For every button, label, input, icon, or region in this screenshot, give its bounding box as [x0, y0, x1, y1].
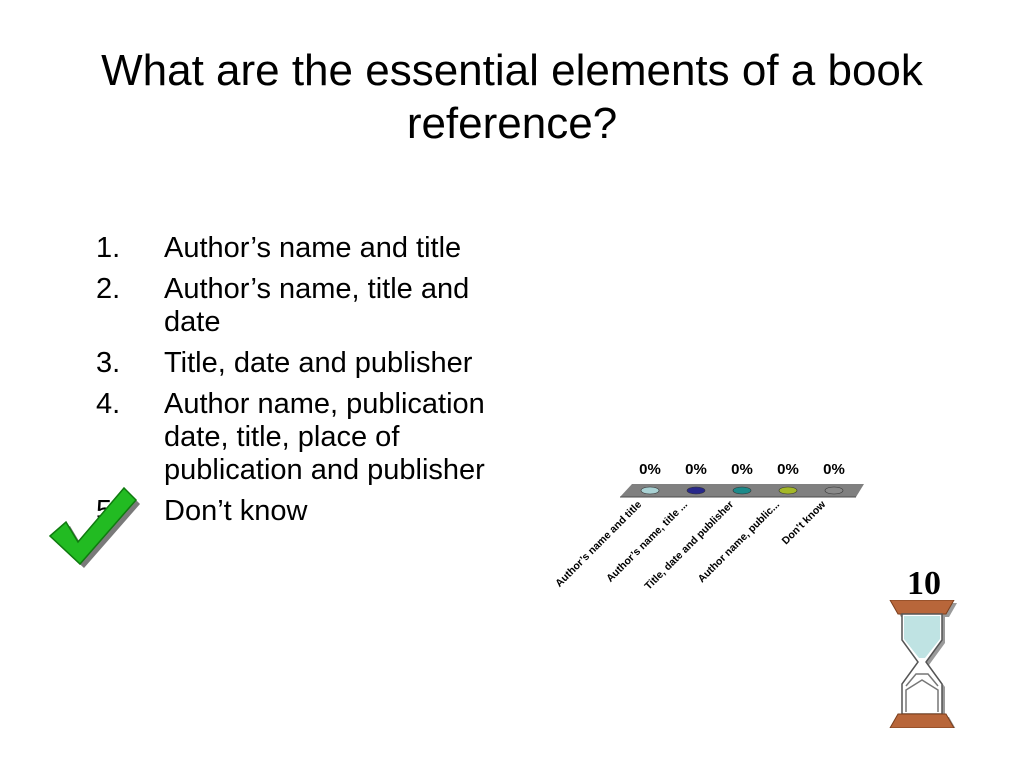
option-number: 3. — [96, 347, 121, 379]
slide-title: What are the essential elements of a boo… — [101, 46, 923, 148]
countdown-number: 10 — [907, 565, 941, 602]
option-number: 4. — [96, 388, 121, 420]
chart-category-label: Author’s name and title — [553, 499, 644, 590]
chart-data-label: 0% — [731, 461, 753, 478]
chart-bar — [732, 486, 752, 495]
answer-option: 1. Author’s name and title — [96, 232, 496, 265]
chart-data-label: 0% — [639, 461, 661, 478]
option-text: Author name, publication date, title, pl… — [164, 388, 485, 486]
results-chart: 0%0%0%0%0% Author’s name and titleAuthor… — [553, 461, 864, 593]
answer-option: 3. Title, date and publisher — [96, 347, 496, 380]
answer-option: 5. Don’t know — [96, 495, 496, 528]
hourglass-icon — [889, 600, 957, 728]
chart-category-label: Don’t know — [780, 498, 829, 547]
answer-options-list: 1. Author’s name and title 2. Author’s n… — [96, 232, 496, 536]
green-checkmark-icon — [48, 486, 140, 568]
chart-bar — [778, 486, 798, 495]
chart-category-label: Title, date and publisher — [642, 499, 736, 593]
answer-option: 2. Author’s name, title and date — [96, 273, 496, 339]
option-text: Title, date and publisher — [164, 347, 473, 379]
chart-data-label: 0% — [777, 461, 799, 478]
option-text: Author’s name, title and date — [164, 273, 470, 338]
chart-category-label: Author name, public... — [696, 499, 783, 586]
chart-data-label: 0% — [823, 461, 845, 478]
chart-bar — [640, 486, 660, 495]
option-number: 2. — [96, 273, 121, 305]
chart-bar — [824, 486, 844, 495]
chart-data-label: 0% — [685, 461, 707, 478]
option-text: Author’s name and title — [164, 232, 462, 264]
answer-option-correct: 4. Author name, publication date, title,… — [96, 388, 496, 487]
option-number: 1. — [96, 232, 121, 264]
chart-bar — [686, 486, 706, 495]
chart-category-label: Author’s name, title ... — [604, 499, 690, 585]
option-text: Don’t know — [164, 495, 308, 527]
